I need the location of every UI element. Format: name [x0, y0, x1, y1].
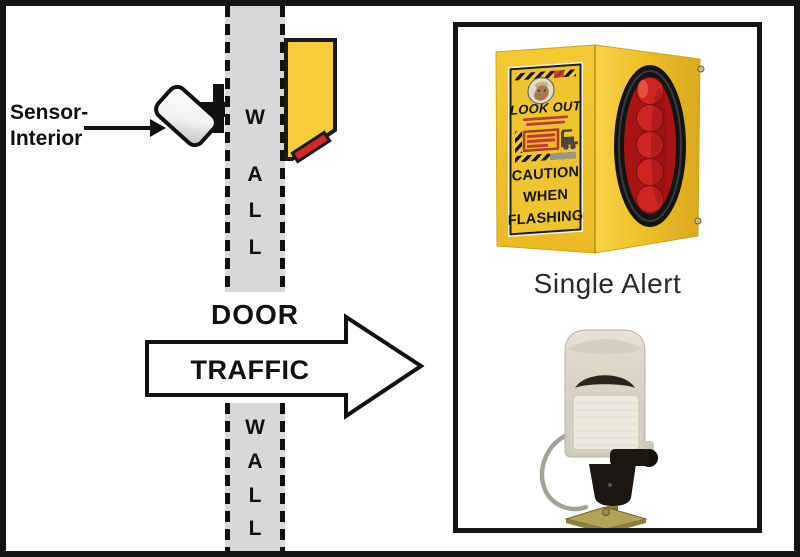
- alert-box-photo: LOOK OUT: [495, 44, 705, 254]
- product-panel: LOOK OUT: [453, 22, 762, 533]
- wall-label-letter: L: [248, 517, 262, 540]
- led-stripe-icon: [290, 130, 332, 164]
- sensor-cable: [539, 432, 589, 512]
- wall-label-letter: L: [248, 236, 262, 259]
- logo-badge-icon: [527, 77, 555, 105]
- wall-label-letter: L: [248, 199, 262, 222]
- wall-upper-segment: [225, 6, 285, 292]
- forklift-graphic: [515, 128, 578, 154]
- sensor-interior-callout: Sensor- Interior: [10, 100, 88, 152]
- caution-line-1: CAUTION: [512, 164, 579, 185]
- wall-label-letter: L: [248, 484, 262, 507]
- caution-line-2: WHEN: [523, 187, 568, 206]
- callout-arrow-icon: [84, 119, 166, 137]
- door-label: DOOR: [211, 299, 299, 330]
- single-alert-caption: Single Alert: [533, 268, 682, 299]
- warning-label: LOOK OUT: [508, 61, 584, 237]
- sensor-body: [564, 329, 646, 458]
- sensor-window: [572, 394, 640, 451]
- interior-sensor-icon: [154, 84, 218, 148]
- wall-label-letter: W: [245, 106, 265, 129]
- led-lens: [614, 65, 686, 227]
- wall-label-letter: A: [247, 163, 263, 186]
- wall-dashed-outline: [225, 6, 285, 551]
- traffic-label: TRAFFIC: [190, 355, 310, 385]
- caution-line-3: FLASHING: [508, 208, 584, 229]
- sensor-interior-line2: Interior: [10, 127, 83, 150]
- wall-lower-segment: [225, 403, 285, 551]
- alert-box-top-view-icon: [284, 38, 337, 164]
- mounting-bracket: [589, 441, 658, 515]
- brand-text: LOOK OUT: [510, 98, 582, 118]
- base-plate: [564, 506, 648, 528]
- sensor-interior-line1: Sensor-: [10, 101, 89, 124]
- screw-icons: [694, 65, 705, 225]
- wall-label-letter: W: [245, 416, 265, 439]
- wall-label-letter: A: [247, 450, 263, 473]
- fine-print-lines: [523, 115, 568, 126]
- traffic-arrow-icon: [145, 313, 425, 420]
- motion-sensor-photo: [539, 329, 658, 528]
- product-images: LOOK OUT: [495, 44, 705, 528]
- sensor-slot: [575, 375, 635, 388]
